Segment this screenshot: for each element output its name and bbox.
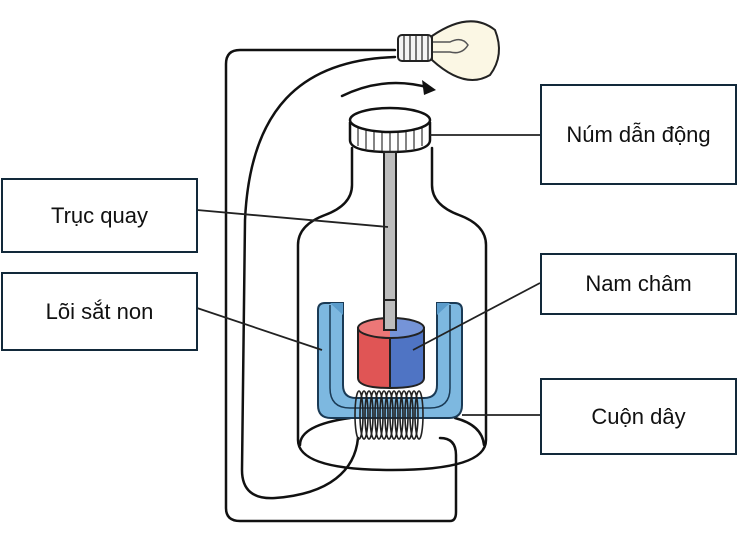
label-iron-core: Lõi sắt non	[1, 272, 198, 351]
leader-iron-core	[196, 307, 323, 351]
label-drive-knob: Núm dẫn động	[540, 84, 737, 185]
light-bulb-icon	[397, 20, 500, 81]
magnet	[357, 299, 425, 390]
bottle-bottom-arc-right	[453, 416, 486, 447]
lead-wire	[240, 55, 397, 500]
label-coil: Cuộn dây	[540, 378, 737, 455]
label-shaft: Trục quay	[1, 178, 198, 253]
bottle-bottom-arc-left	[298, 416, 352, 447]
frame-wire	[224, 48, 458, 523]
rotation-arrow	[340, 81, 432, 98]
coil	[354, 390, 424, 440]
rotation-arrow-head	[422, 80, 436, 95]
leader-shaft	[196, 209, 389, 228]
bottle-outline	[296, 146, 488, 472]
leader-magnet	[412, 282, 541, 351]
label-magnet: Nam châm	[540, 253, 737, 315]
drive-knob	[348, 106, 432, 154]
